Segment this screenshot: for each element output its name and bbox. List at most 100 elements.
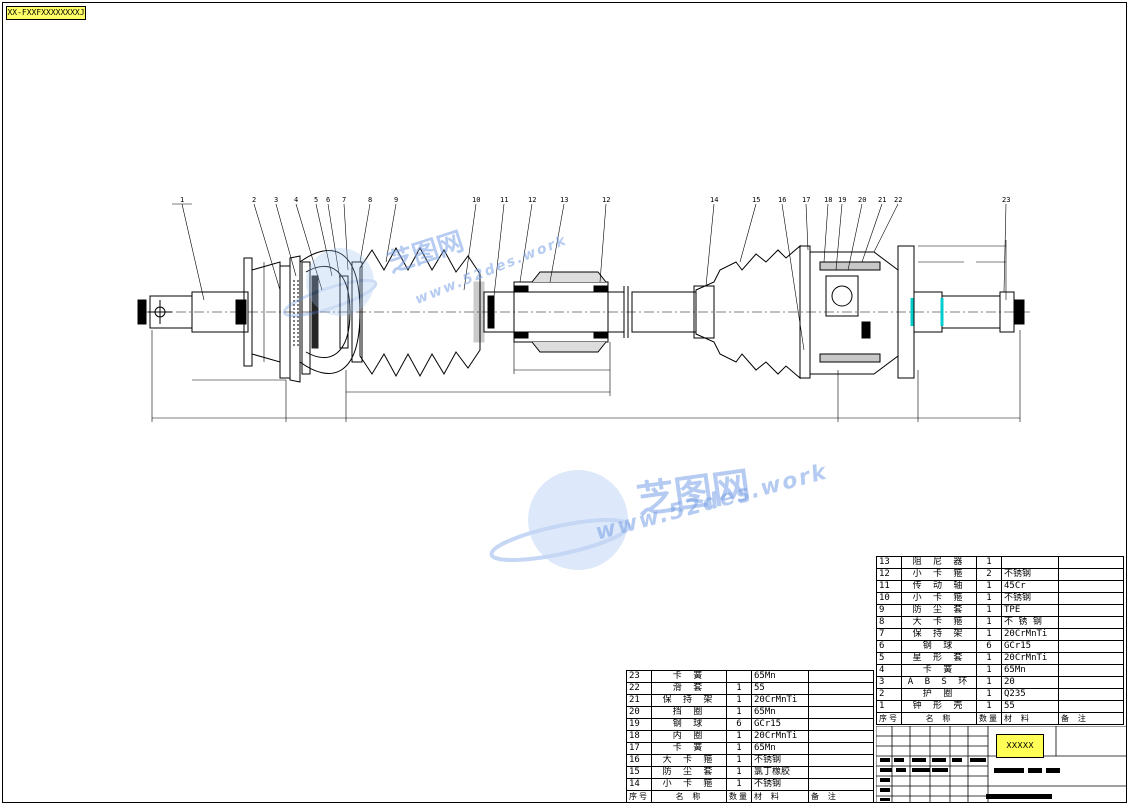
left-stub-shaft [137, 291, 249, 333]
bom-cell-mat: 氯丁橡胶 [751, 766, 809, 779]
bom-cell-name: 卡 簧 [651, 670, 727, 683]
bom-cell-mat: Q235 [1001, 688, 1059, 701]
bom-header-n: 序号 [876, 712, 902, 725]
bom-cell-n: 18 [626, 730, 652, 743]
callout-18: 18 [824, 196, 832, 204]
bom-cell-name: 小 卡 箍 [901, 592, 977, 605]
left-dust-boot [351, 246, 485, 378]
bom-cell-rem [1058, 628, 1124, 641]
bom-cell-name: 滑 套 [651, 682, 727, 695]
bom-cell-mat: 不 锈 钢 [1001, 616, 1059, 629]
bom-cell-mat: GCr15 [751, 718, 809, 731]
callout-2: 2 [252, 196, 256, 204]
bom-cell-qty: 1 [976, 556, 1002, 569]
bom-cell-mat: 20CrMnTi [1001, 628, 1059, 641]
bom-cell-mat: 55 [1001, 700, 1059, 713]
bom-cell-rem [808, 730, 874, 743]
bom-cell-rem [1058, 616, 1124, 629]
bom-cell-qty: 1 [976, 604, 1002, 617]
watermark-globe-small [282, 248, 378, 318]
bom-cell-n: 23 [626, 670, 652, 683]
bom-cell-mat [1001, 556, 1059, 569]
bom-cell-qty: 1 [976, 592, 1002, 605]
bom-cell-qty: 1 [726, 730, 752, 743]
bom-cell-n: 13 [876, 556, 902, 569]
bom-cell-n: 3 [876, 676, 902, 689]
bom-header-row: 序号名 称数量材 料备 注 [876, 712, 1124, 725]
bom-cell-rem [808, 778, 874, 791]
bom-cell-qty: 1 [726, 682, 752, 695]
bom-cell-rem [808, 670, 874, 683]
bom-cell-name: 卡 簧 [651, 742, 727, 755]
bom-cell-name: 小 卡 箍 [651, 778, 727, 791]
bom-cell-rem [808, 706, 874, 719]
bom-cell-name: A B S 环 [901, 676, 977, 689]
bom-cell-mat: 65Mn [751, 742, 809, 755]
bom-header-mat: 材 料 [1001, 712, 1059, 725]
bom-cell-qty: 1 [726, 694, 752, 707]
main-shaft [483, 286, 697, 338]
callout-14: 14 [710, 196, 718, 204]
callout-5: 5 [314, 196, 318, 204]
bom-cell-qty: 2 [976, 568, 1002, 581]
bom-cell-qty: 1 [976, 652, 1002, 665]
bom-header-n: 序号 [626, 790, 652, 803]
bom-cell-n: 2 [876, 688, 902, 701]
bom-cell-name: 卡 簧 [901, 664, 977, 677]
callout-10: 10 [472, 196, 480, 204]
callout-20: 20 [858, 196, 866, 204]
bom-cell-rem [1058, 676, 1124, 689]
callout-9: 9 [394, 196, 398, 204]
title-block-drawing-name: XXXXX [996, 734, 1044, 758]
callout-15: 15 [752, 196, 760, 204]
callout-3: 3 [274, 196, 278, 204]
callout-8: 8 [368, 196, 372, 204]
bom-cell-qty: 1 [976, 688, 1002, 701]
bom-cell-mat: 不锈钢 [1001, 592, 1059, 605]
title-block [876, 726, 1127, 803]
bom-cell-qty: 1 [726, 754, 752, 767]
bom-cell-qty: 1 [976, 628, 1002, 641]
bom-cell-qty: 1 [726, 766, 752, 779]
bom-cell-name: 小 卡 箍 [901, 568, 977, 581]
bom-cell-mat: 45Cr [1001, 580, 1059, 593]
bom-cell-n: 8 [876, 616, 902, 629]
bom-cell-mat: 65Mn [751, 706, 809, 719]
bom-header-qty: 数量 [976, 712, 1002, 725]
callout-12a: 12 [528, 196, 536, 204]
bom-cell-mat: 65Mn [751, 670, 809, 683]
bom-cell-rem [808, 694, 874, 707]
bom-cell-rem [1058, 580, 1124, 593]
callout-22: 22 [894, 196, 902, 204]
bom-cell-name: 防 尘 套 [901, 604, 977, 617]
bom-header-rem: 备 注 [808, 790, 874, 803]
bom-header-rem: 备 注 [1058, 712, 1124, 725]
bom-cell-n: 15 [626, 766, 652, 779]
bom-cell-qty: 1 [976, 580, 1002, 593]
bom-cell-qty: 1 [976, 676, 1002, 689]
bom-header-row: 序号名 称数量材 料备 注 [626, 790, 874, 803]
bom-cell-name: 护 圈 [901, 688, 977, 701]
bom-cell-mat: GCr15 [1001, 640, 1059, 653]
bom-cell-name: 阻 尼 器 [901, 556, 977, 569]
watermark-globe-large [489, 470, 631, 570]
bom-cell-qty: 1 [726, 706, 752, 719]
bom-cell-name: 防 尘 套 [651, 766, 727, 779]
right-stub-shaft [910, 291, 1025, 333]
bom-cell-mat: 65Mn [1001, 664, 1059, 677]
bom-cell-rem [1058, 604, 1124, 617]
